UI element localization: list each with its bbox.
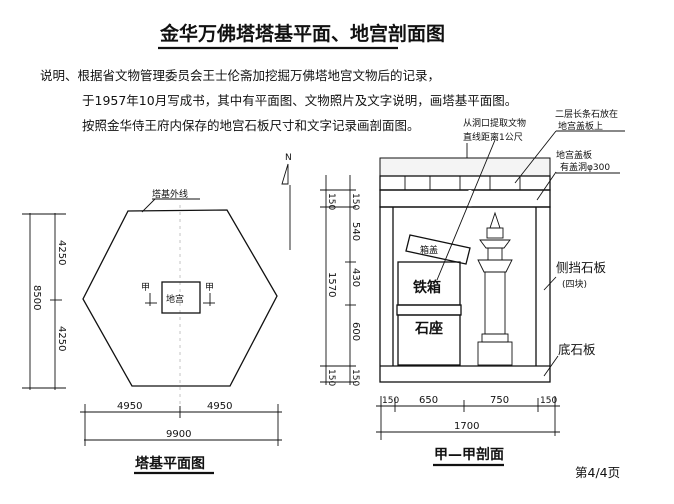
cover-slab-label-2: 有盖洞φ300 <box>560 161 610 173</box>
iron-box-label: 铁箱 <box>413 279 441 296</box>
underground-palace-box <box>161 281 201 314</box>
plan-dim-lower: 4250 <box>56 326 67 351</box>
drawing-title: 金华万佛塔塔基平面、地宫剖面图 <box>159 22 445 45</box>
lid-label: 箱盖 <box>420 244 438 256</box>
stone-base <box>397 314 461 366</box>
top-stone-label-2: 地宫盖板上 <box>558 120 603 132</box>
top-stone-layer <box>379 157 551 177</box>
extract-label-1: 从洞口提取文物 <box>463 117 526 129</box>
plan-dim-total-width: 9900 <box>166 429 191 440</box>
section-view: 箱盖 铁箱 石座 从洞口提取文物 直线距离1公尺 二层长条石放在 地宫盖板上 地… <box>320 108 625 467</box>
section-mark-right: 甲 <box>205 282 214 293</box>
section-dim-v2: 540 <box>350 222 361 241</box>
north-arrow-icon <box>281 163 289 185</box>
palace-chamber <box>379 206 551 383</box>
tower-base-hexagon <box>82 209 278 387</box>
plan-dim-total-height: 8500 <box>31 285 42 310</box>
cover-slab <box>379 189 551 208</box>
section-dim-h3: 750 <box>490 395 509 406</box>
note-line-3: 按照金华侍王府内保存的地宫石板尺寸和文字记录画剖面图。 <box>82 118 420 133</box>
page-number: 第4/4页 <box>575 465 620 480</box>
outline-label: 塔基外线 <box>152 188 188 200</box>
outline-leader <box>141 198 156 213</box>
note-line-2: 于1957年10月写成书，其中有平面图、文物照片及文字说明，画塔基平面图。 <box>82 93 517 108</box>
section-mark-left: 甲 <box>141 282 150 293</box>
plan-dim-upper: 4250 <box>56 240 67 265</box>
section-dim-h4: 150 <box>540 396 557 406</box>
section-dim-v3: 430 <box>350 268 361 287</box>
bottom-slab-label: 底石板 <box>558 342 596 357</box>
underground-palace-label: 地宫 <box>166 293 184 305</box>
section-dim-total-height: 1570 <box>326 272 337 297</box>
brick-row <box>379 175 551 191</box>
section-dim-outer-top: 150 <box>326 193 336 210</box>
stone-base-label: 石座 <box>414 320 443 337</box>
pagoda-icon <box>477 211 513 366</box>
note-line-1: 说明、根据省文物管理委员会王士伦斋加挖掘万佛塔地宫文物后的记录， <box>40 68 440 83</box>
section-dim-v5: 150 <box>350 369 360 386</box>
section-dim-outer-bottom: 150 <box>326 369 336 386</box>
extract-leader <box>436 139 496 281</box>
north-label: N <box>285 153 292 163</box>
box-lid <box>405 234 471 265</box>
side-slab-label-2: (四块) <box>562 278 587 290</box>
plan-dim-right: 4950 <box>207 401 232 412</box>
section-dim-v4: 600 <box>350 322 361 341</box>
section-dim-total-width: 1700 <box>454 421 479 432</box>
cover-slab-label-1: 地宫盖板 <box>556 149 592 161</box>
top-stone-label-1: 二层长条石放在 <box>555 108 618 120</box>
section-dim-h1: 150 <box>382 396 399 406</box>
side-slab-label-1: 侧挡石板 <box>556 260 607 275</box>
extract-label-2: 直线距离1公尺 <box>463 131 523 143</box>
section-dim-h2: 650 <box>419 395 438 406</box>
plan-view: 地宫 甲 甲 塔基外线 N 8500 4250 4250 4950 4950 9… <box>22 153 292 475</box>
section-dim-v1: 150 <box>350 193 360 210</box>
section-caption: 甲—甲剖面 <box>434 446 504 463</box>
plan-dim-left: 4950 <box>117 401 142 412</box>
plan-caption: 塔基平面图 <box>135 455 205 472</box>
